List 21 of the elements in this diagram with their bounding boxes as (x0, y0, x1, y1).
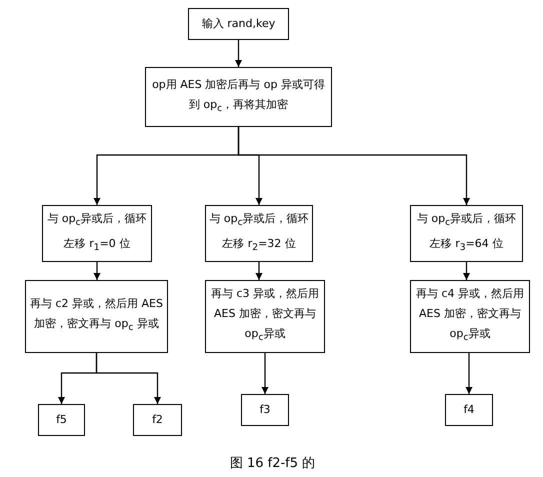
output-box: f3 (241, 394, 289, 426)
arrow (94, 262, 100, 280)
arrow (262, 353, 268, 394)
arrow (96, 353, 161, 404)
output-box: f4 (445, 394, 493, 426)
arrow (256, 262, 262, 280)
process-box: 与 op$_{c}$异或后，循环左移 r$_{1}$=0 位 (42, 205, 152, 262)
process-box: 再与 c3 异或，然后用 AES 加密，密文再与 op$_{c}$异或 (205, 280, 325, 353)
output-box: f2 (133, 404, 182, 436)
process-box: 再与 c4 异或，然后用 AES 加密，密文再与 op$_{c}$异或 (410, 280, 530, 353)
arrow (466, 353, 472, 394)
figure-caption: 图 16 f2-f5 的 (228, 455, 316, 472)
arrow (238, 127, 470, 205)
process-box: 再与 c2 异或，然后用 AES 加密，密文再与 op$_{c}$ 异或 (25, 280, 168, 353)
arrow (463, 262, 470, 280)
process-box: 与 op$_{c}$异或后，循环左移 r$_{2}$=32 位 (205, 205, 313, 262)
arrow (235, 40, 242, 67)
output-box: f5 (38, 404, 85, 436)
process-box: 输入 rand,key (188, 8, 289, 40)
process-box: op用 AES 加密后再与 op 异或可得到 op$_{c}$，再将其加密 (145, 67, 332, 127)
process-box: 与 op$_{c}$异或后，循环左移 r$_{3}$=64 位 (410, 205, 523, 262)
